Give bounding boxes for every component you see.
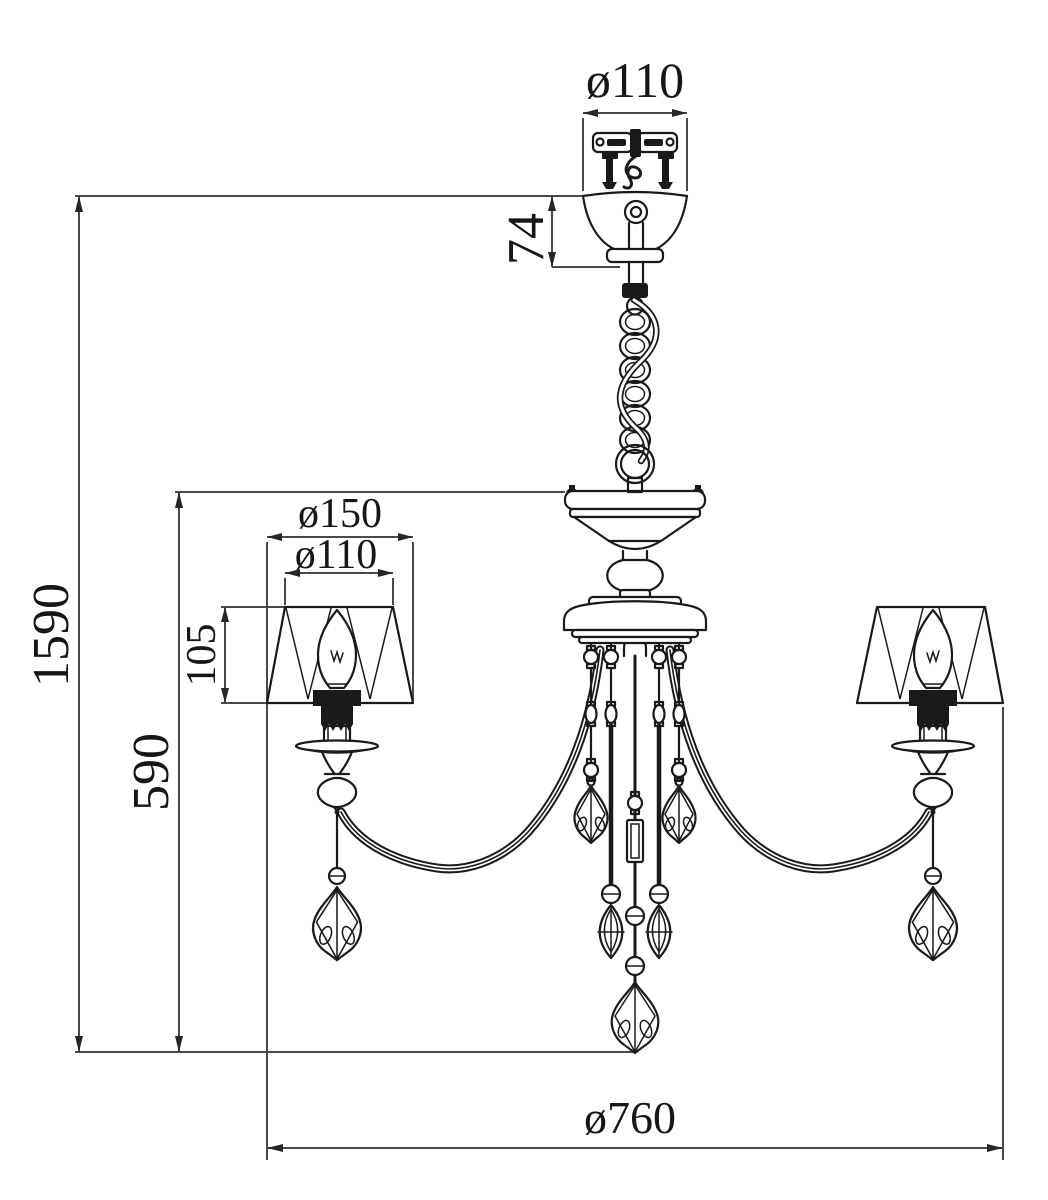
right-arm-assembly (670, 607, 1003, 960)
ceiling-mount-bracket (591, 129, 679, 190)
canopy-and-chain (581, 190, 689, 494)
dim-shade-height: 105 (179, 624, 225, 687)
dim-ceiling-plate-diameter: ø110 (586, 52, 684, 108)
dim-shade-bottom-diameter: ø150 (298, 491, 382, 537)
dim-body-height: 590 (123, 733, 180, 811)
hanging-ring (614, 443, 656, 485)
center-body-hub (562, 485, 708, 645)
left-crystal-strands (574, 639, 624, 958)
right-crystal-strands (646, 639, 696, 958)
left-arm-assembly (267, 607, 600, 960)
center-hook (630, 129, 641, 157)
dim-overall-diameter: ø760 (584, 1092, 676, 1143)
center-crystal-column (610, 638, 660, 1055)
mounting-bolts (602, 152, 674, 189)
dim-canopy-height: 74 (498, 213, 555, 265)
wire-connector (622, 283, 648, 298)
dimension-lines (75, 109, 1004, 1160)
dim-overall-height: 1590 (23, 583, 80, 687)
dim-shade-top-diameter: ø110 (295, 532, 377, 578)
twisted-cable (617, 296, 660, 465)
